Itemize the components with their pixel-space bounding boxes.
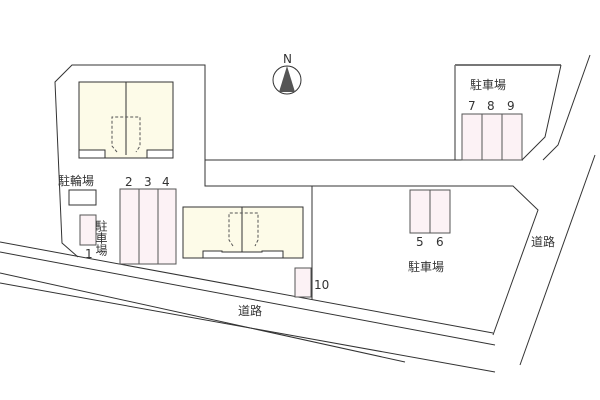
parking-slot-8 [481, 113, 503, 161]
slot-label: 4 [162, 175, 170, 189]
lot-boundary-north-east [521, 64, 562, 161]
slot-label: 10 [314, 278, 329, 292]
road-label-south: 道路 [238, 303, 262, 318]
building-south [182, 206, 304, 259]
parking-slot-2 [119, 188, 140, 265]
parking-slot-10 [294, 267, 312, 298]
road-edge [0, 251, 496, 346]
slot-label: 2 [125, 175, 133, 189]
parking-slot-1 [79, 214, 97, 246]
bicycle-parking-label: 駐輪場 [58, 173, 94, 188]
slot-label: 6 [436, 235, 444, 249]
parking-slot-4 [157, 188, 177, 265]
parking-label-north: 駐車場 [470, 77, 506, 92]
slot-label: 9 [507, 99, 515, 113]
road-edge [542, 54, 591, 161]
slot-label: 5 [416, 235, 424, 249]
parking-slot-6 [429, 189, 451, 234]
parking-slot-9 [501, 113, 523, 161]
bicycle-parking-area [68, 189, 97, 206]
slot-label: 1 [85, 247, 93, 261]
road-edge [0, 241, 494, 334]
svg-text:N: N [283, 52, 292, 66]
north-compass-icon: N [272, 52, 302, 95]
parking-slot-7 [461, 113, 483, 161]
slot-label: 8 [487, 99, 495, 113]
slot-label: 3 [144, 175, 152, 189]
building-north [78, 81, 174, 159]
road-edge-east [519, 154, 596, 366]
parking-slot-3 [138, 188, 159, 265]
parking-slot-5 [409, 189, 431, 234]
lot-boundary-east [312, 185, 539, 336]
slot-label: 7 [468, 99, 476, 113]
lot-boundary-west [54, 64, 313, 300]
road-edge [0, 282, 496, 373]
road-edge [0, 272, 406, 363]
parking-label-east: 駐車場 [408, 259, 444, 274]
parking-label-west: 駐車場 [94, 219, 108, 257]
road-label-east: 道路 [531, 234, 555, 249]
